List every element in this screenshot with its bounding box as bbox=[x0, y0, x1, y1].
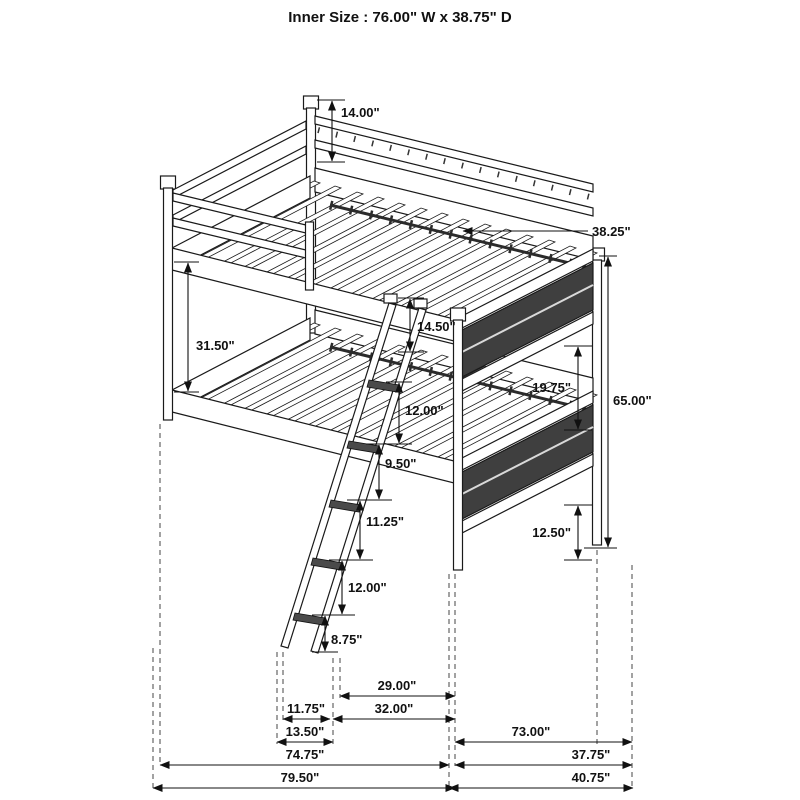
dim-label-left-bunk-clearance: 31.50" bbox=[196, 338, 235, 353]
dim-label-ladder-foot-outer: 13.50" bbox=[286, 724, 325, 739]
dim-label-ladder-step-3: 11.25" bbox=[366, 514, 404, 529]
dim-ladder-step-4: 12.00" bbox=[329, 559, 387, 616]
dim-label-rail-above-deck: 14.50" bbox=[417, 319, 456, 334]
dim-inner-floor-length: 74.75" bbox=[159, 747, 450, 769]
dim-label-guard-rail-height: 14.00" bbox=[341, 105, 380, 120]
dim-label-ladder-reach-inner: 29.00" bbox=[378, 678, 417, 693]
dim-label-overall-depth: 40.75" bbox=[572, 770, 611, 785]
dim-label-overall-length: 79.50" bbox=[281, 770, 320, 785]
upper-center-support-rail bbox=[328, 200, 592, 273]
ladder-hook-right bbox=[413, 298, 428, 309]
dim-label-ladder-step-1: 12.00" bbox=[405, 403, 444, 418]
back-left-post-cap bbox=[302, 95, 320, 110]
lower-panel-stripe bbox=[461, 426, 594, 495]
dim-right-bunk-clearance: 19.75" bbox=[532, 345, 592, 431]
dim-rail-above-deck: 14.50" bbox=[398, 297, 456, 353]
dim-label-right-floor-span: 73.00" bbox=[512, 724, 551, 739]
front-right-post bbox=[452, 319, 464, 571]
extension-lines bbox=[152, 424, 633, 790]
front-left-post-cap bbox=[159, 175, 177, 190]
front-guard-rails bbox=[172, 120, 315, 291]
guard-rail-end-post bbox=[304, 221, 315, 291]
dim-label-right-bunk-clearance: 19.75" bbox=[532, 380, 571, 395]
front-posts bbox=[159, 175, 467, 571]
dim-label-inner-depth-top: 38.25" bbox=[592, 224, 631, 239]
dim-ladder-step-2: 9.50" bbox=[366, 443, 416, 501]
dim-ladder-foot-outer: 13.50" bbox=[276, 724, 334, 746]
dim-ladder-step-3: 11.25" bbox=[347, 499, 404, 561]
dim-ladder-reach-outer: 32.00" bbox=[332, 701, 456, 723]
dim-left-bunk-clearance: 31.50" bbox=[174, 261, 235, 393]
back-guard-rails bbox=[314, 115, 594, 261]
dim-label-ladder-step-2: 9.50" bbox=[385, 456, 416, 471]
ladder-right-rail bbox=[310, 307, 427, 654]
bed-drawing bbox=[159, 95, 606, 654]
dim-inner-depth-top: 38.25" bbox=[462, 224, 631, 239]
dim-label-ladder-reach-outer: 32.00" bbox=[375, 701, 414, 716]
dim-label-ladder-foot-inner: 11.75" bbox=[287, 701, 325, 716]
dim-label-ladder-step-5: 8.75" bbox=[331, 632, 362, 647]
back-right-post bbox=[591, 259, 603, 546]
dim-lower-bunk-floor-height: 12.50" bbox=[532, 504, 592, 561]
right-end-panels bbox=[461, 248, 594, 534]
front-left-post bbox=[162, 187, 174, 421]
dim-guard-rail-height: 14.00" bbox=[317, 99, 380, 163]
dim-right-floor-span: 73.00" bbox=[454, 724, 633, 746]
ladder-left-rail bbox=[280, 302, 397, 649]
ladder-hook-left bbox=[383, 293, 398, 304]
dim-ladder-reach-inner: 29.00" bbox=[339, 678, 456, 700]
dim-inner-floor-depth: 37.75" bbox=[454, 747, 633, 769]
dim-label-inner-floor-depth: 37.75" bbox=[572, 747, 611, 762]
dim-label-overall-height: 65.00" bbox=[613, 393, 652, 408]
page-title: Inner Size : 76.00" W x 38.75" D bbox=[288, 9, 512, 26]
dimension-annotations: 14.00" 38.25" 31.50" 14.50" 19.75" 65.00… bbox=[152, 99, 652, 792]
dim-ladder-foot-inner: 11.75" bbox=[282, 701, 331, 723]
dim-overall-length: 79.50" bbox=[152, 770, 456, 792]
dim-label-inner-floor-length: 74.75" bbox=[286, 747, 325, 762]
dim-label-lower-bunk-floor-height: 12.50" bbox=[532, 525, 571, 540]
dim-ladder-step-5: 8.75" bbox=[312, 614, 362, 653]
dim-overall-height: 65.00" bbox=[584, 255, 652, 549]
dim-overall-depth: 40.75" bbox=[448, 770, 634, 792]
upper-panel-stripe bbox=[461, 284, 594, 353]
dim-label-ladder-step-4: 12.00" bbox=[348, 580, 387, 595]
